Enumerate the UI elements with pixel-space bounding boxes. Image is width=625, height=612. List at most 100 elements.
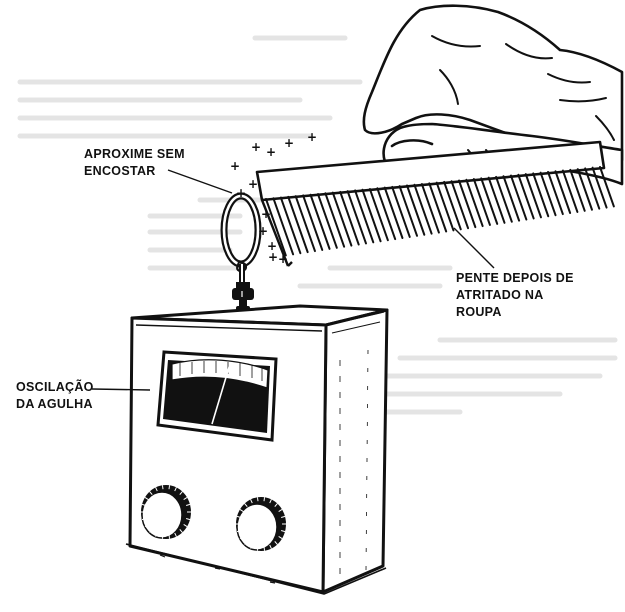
- knob-ridge: [281, 530, 286, 533]
- comb-tooth: [524, 173, 542, 219]
- comb-tooth: [509, 174, 528, 221]
- comb-tooth: [443, 180, 462, 231]
- comb-tooth: [457, 179, 477, 229]
- comb-tooth: [599, 166, 615, 208]
- plus-charge-sign: +: [307, 130, 318, 144]
- knob-ridge: [183, 496, 188, 500]
- knob-ridge: [183, 524, 188, 528]
- comb-tooth: [294, 195, 316, 253]
- knob-ridge: [239, 536, 244, 540]
- knob-ridge: [250, 544, 253, 549]
- comb-tooth: [435, 181, 455, 232]
- comb-tooth: [428, 182, 448, 233]
- comb-tooth: [539, 171, 557, 217]
- leader-needle: [91, 388, 151, 391]
- comb-tooth: [591, 166, 608, 209]
- knob-ridge: [179, 491, 183, 495]
- knob-ridge: [179, 529, 183, 533]
- comb-tooth: [391, 185, 411, 238]
- meter-window: [156, 350, 278, 442]
- knob-ridge: [174, 487, 177, 492]
- right-knob: [236, 497, 286, 551]
- comb-tooth: [532, 172, 550, 218]
- knob-ridge: [281, 515, 286, 518]
- comb-tooth: [584, 167, 601, 210]
- comb-tooth: [547, 170, 564, 216]
- comb-tooth: [561, 169, 579, 213]
- comb-tooth: [331, 191, 353, 247]
- comb-tooth: [316, 193, 338, 249]
- leader-approach: [167, 169, 233, 194]
- plus-charge-sign: +: [284, 136, 295, 150]
- knob-ridge: [144, 524, 149, 528]
- knuckle-lines: [431, 35, 615, 141]
- knob-ridge: [269, 544, 272, 549]
- comb-tooth: [502, 175, 521, 222]
- knob-ridge: [236, 530, 241, 533]
- comb-tooth: [376, 187, 397, 241]
- knob-ridge: [269, 499, 272, 504]
- label-comb-line-3: ROUPA: [456, 305, 502, 319]
- comb-tooth: [420, 183, 440, 234]
- knob-ridge: [263, 546, 266, 551]
- knob-ridge: [274, 541, 278, 545]
- knob-ridge: [236, 515, 241, 518]
- comb-tooth: [339, 190, 360, 246]
- label-approach-line-2: ENCOSTAR: [84, 164, 156, 178]
- metal-loop: [220, 192, 262, 283]
- comb: [255, 140, 615, 267]
- comb-tooth: [272, 197, 295, 256]
- background-text-ghost: [17, 35, 618, 415]
- knob-ridge: [244, 503, 248, 507]
- leader-comb: [453, 227, 495, 269]
- label-approach-line-1: APROXIME SEM: [84, 147, 185, 161]
- plus-charge-sign: +: [266, 145, 277, 159]
- knob-ridge: [161, 534, 164, 539]
- knob-ridge: [168, 485, 171, 490]
- knob-ridge: [256, 546, 259, 551]
- leader-lines: [91, 169, 495, 391]
- knob-ridge: [155, 487, 158, 492]
- comb-tooth: [576, 168, 593, 211]
- comb-tooth: [480, 177, 499, 225]
- knob-ridge: [161, 485, 164, 490]
- knob-ridge: [278, 536, 283, 540]
- plus-charge-sign: +: [251, 140, 262, 154]
- knob-ridge: [250, 499, 253, 504]
- comb-tooth: [398, 185, 419, 237]
- knob-ridge: [256, 497, 259, 502]
- label-comb: PENTE DEPOIS DE ATRITADO NA ROUPA: [456, 270, 574, 321]
- label-needle: OSCILAÇÃO DA AGULHA: [16, 379, 94, 413]
- plus-charge-sign: +: [278, 252, 289, 266]
- knob-ridge: [155, 532, 158, 537]
- plus-charge-sign: +: [230, 159, 241, 173]
- comb-tooth: [265, 198, 287, 257]
- comb-tooth: [302, 194, 324, 251]
- comb-tooth: [413, 183, 433, 235]
- label-needle-line-1: OSCILAÇÃO: [16, 380, 94, 394]
- label-comb-line-1: PENTE DEPOIS DE: [456, 271, 574, 285]
- comb-tooth: [487, 176, 506, 224]
- comb-tooth: [279, 196, 302, 255]
- plus-charge-sign: +: [248, 177, 259, 191]
- comb-tooth: [354, 189, 375, 244]
- knob-ridge: [263, 497, 266, 502]
- label-approach: APROXIME SEM ENCOSTAR: [84, 146, 185, 180]
- knob-ridge: [278, 508, 283, 512]
- meter-box: [125, 304, 389, 595]
- label-comb-line-2: ATRITADO NA: [456, 288, 544, 302]
- comb-tooth: [287, 195, 309, 254]
- plus-charge-sign: +: [267, 239, 278, 253]
- comb-tooth: [309, 193, 331, 250]
- plus-charge-sign: +: [236, 186, 247, 200]
- knob-ridge: [239, 508, 244, 512]
- comb-tooth: [450, 180, 470, 230]
- knob-ridge: [174, 532, 177, 537]
- plus-charge-sign: +: [261, 207, 272, 221]
- knob-ridge: [141, 518, 146, 521]
- comb-tooth: [569, 168, 586, 212]
- knob-ridge: [149, 491, 153, 495]
- knob-ridge: [186, 518, 191, 521]
